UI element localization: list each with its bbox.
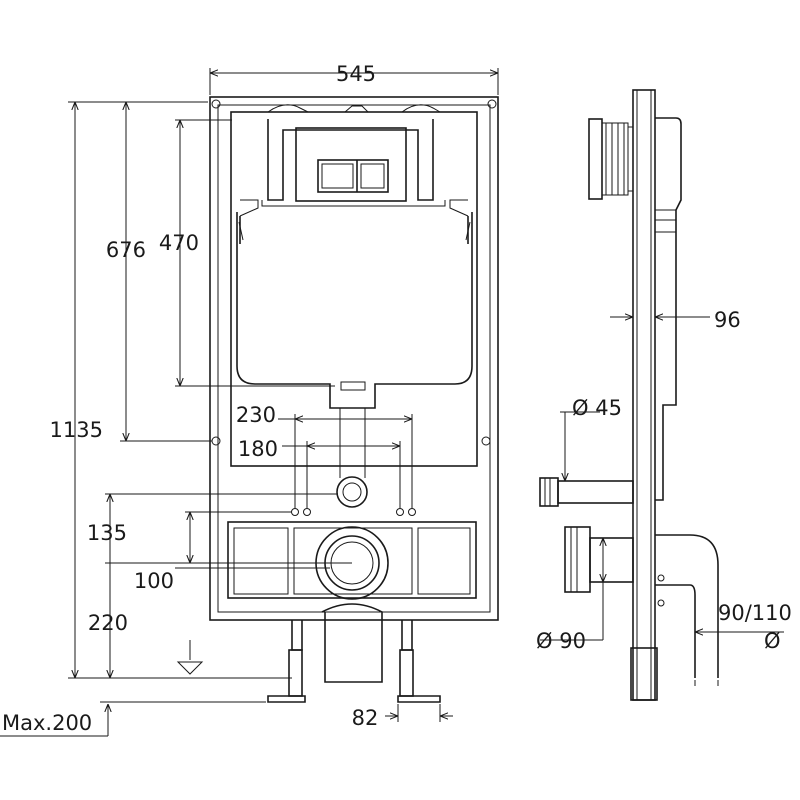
- dimension-inlet: [560, 411, 600, 481]
- dimension-total-height: [68, 101, 292, 679]
- dimension-470: [175, 119, 335, 387]
- label-676: 676: [106, 238, 146, 262]
- dimension-width: [209, 68, 499, 95]
- label-depth: 96: [714, 308, 741, 332]
- label-drain: 90/110: [718, 601, 792, 625]
- dimension-82: [385, 704, 453, 722]
- label-total-height: 1135: [50, 418, 103, 442]
- label-220: 220: [88, 611, 128, 635]
- inlet-pipe: [539, 477, 634, 507]
- frame-outline: [209, 96, 499, 621]
- flush-plate-opening: [295, 127, 407, 202]
- label-180: 180: [238, 437, 278, 461]
- drain-bend: [655, 534, 719, 678]
- label-width: 545: [336, 62, 376, 86]
- label-inlet: Ø 45: [572, 396, 622, 420]
- floor-level-icon: [176, 640, 204, 675]
- dimension-max: [0, 701, 266, 737]
- label-max: Max.200: [2, 711, 92, 735]
- frame-profile: [632, 89, 656, 701]
- label-230: 230: [236, 403, 276, 427]
- inlet-connector: [336, 476, 368, 508]
- lower-frame-panels: [227, 521, 477, 599]
- flush-button-profile: [588, 118, 633, 200]
- label-drain-symbol: Ø: [764, 629, 781, 653]
- drain-pipe: [321, 603, 383, 683]
- front-view: 545 1135 676 470 230 180 135 100 220 82 …: [0, 62, 499, 737]
- label-outlet: Ø 90: [536, 629, 586, 653]
- label-100: 100: [134, 569, 174, 593]
- dimension-outlet: [540, 538, 603, 641]
- label-135: 135: [87, 521, 127, 545]
- cistern: [230, 104, 478, 467]
- mounting-holes: [211, 99, 497, 446]
- dimension-135: [105, 493, 338, 563]
- dimension-230: [278, 414, 413, 508]
- label-470: 470: [159, 231, 199, 255]
- adjustable-legs: [267, 620, 441, 703]
- dimension-100: [105, 562, 352, 569]
- dimension-drain: [694, 632, 784, 686]
- outlet-pipe: [564, 526, 634, 593]
- bolt-holes: [291, 508, 416, 516]
- flush-buttons: [317, 159, 389, 193]
- dimension-180: [282, 441, 401, 508]
- label-82: 82: [352, 706, 379, 730]
- side-view: 96 Ø 45 Ø 90 90/110 Ø: [536, 89, 792, 701]
- frame-inner-edge: [217, 104, 491, 613]
- dimension-676: [120, 102, 212, 442]
- cistern-profile: [655, 117, 682, 501]
